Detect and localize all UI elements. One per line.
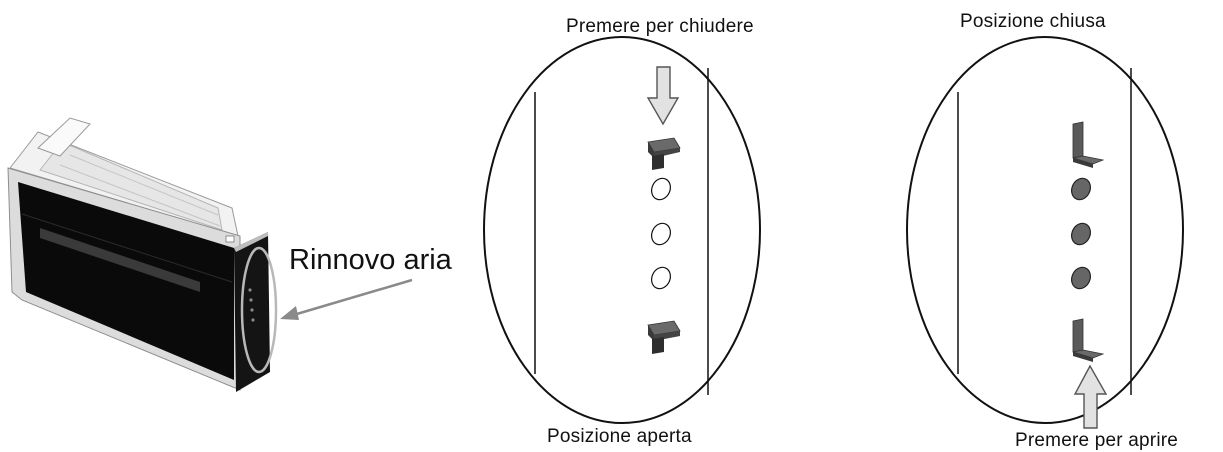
caption-open-position: Posizione aperta	[547, 426, 692, 447]
vent-highlight-ellipse	[240, 246, 278, 374]
vent-tab-bottom-closed-icon	[1072, 318, 1105, 362]
unit-front-panel	[18, 182, 234, 380]
callout-label: Rinnovo aria	[289, 244, 452, 276]
vent-hole-closed-3	[1071, 266, 1091, 290]
vent-hole-closed-2	[1071, 222, 1091, 246]
unit-side-panel	[234, 232, 270, 392]
vent-tab-top-closed-icon	[1072, 121, 1105, 168]
vent-tab-bottom-open-icon	[647, 320, 681, 354]
caption-press-to-open: Premere per aprire	[1015, 430, 1179, 451]
unit-top-flap	[37, 117, 91, 157]
vent-hole-open-2	[651, 222, 671, 246]
unit-louver	[40, 228, 200, 292]
air-conditioner-unit	[7, 117, 413, 392]
callout-pointer-arrowhead	[280, 306, 299, 320]
caption-press-to-close: Premere per chiudere	[566, 16, 754, 37]
press-down-arrow-icon	[646, 66, 680, 126]
vent-hole-open-3	[651, 266, 671, 290]
vent-hole-closed-1	[1071, 177, 1091, 201]
detail-open-panel	[483, 36, 761, 424]
magnifier-ellipse-closed	[906, 36, 1184, 424]
press-up-arrow-icon	[1073, 364, 1108, 429]
callout-pointer-line	[289, 278, 413, 318]
vent-hole-open-1	[651, 177, 671, 201]
detail-closed-panel	[906, 36, 1184, 429]
vent-tab-top-open-icon	[647, 137, 681, 170]
caption-closed-position: Posizione chiusa	[960, 11, 1106, 32]
magnifier-ellipse-open	[483, 36, 761, 424]
